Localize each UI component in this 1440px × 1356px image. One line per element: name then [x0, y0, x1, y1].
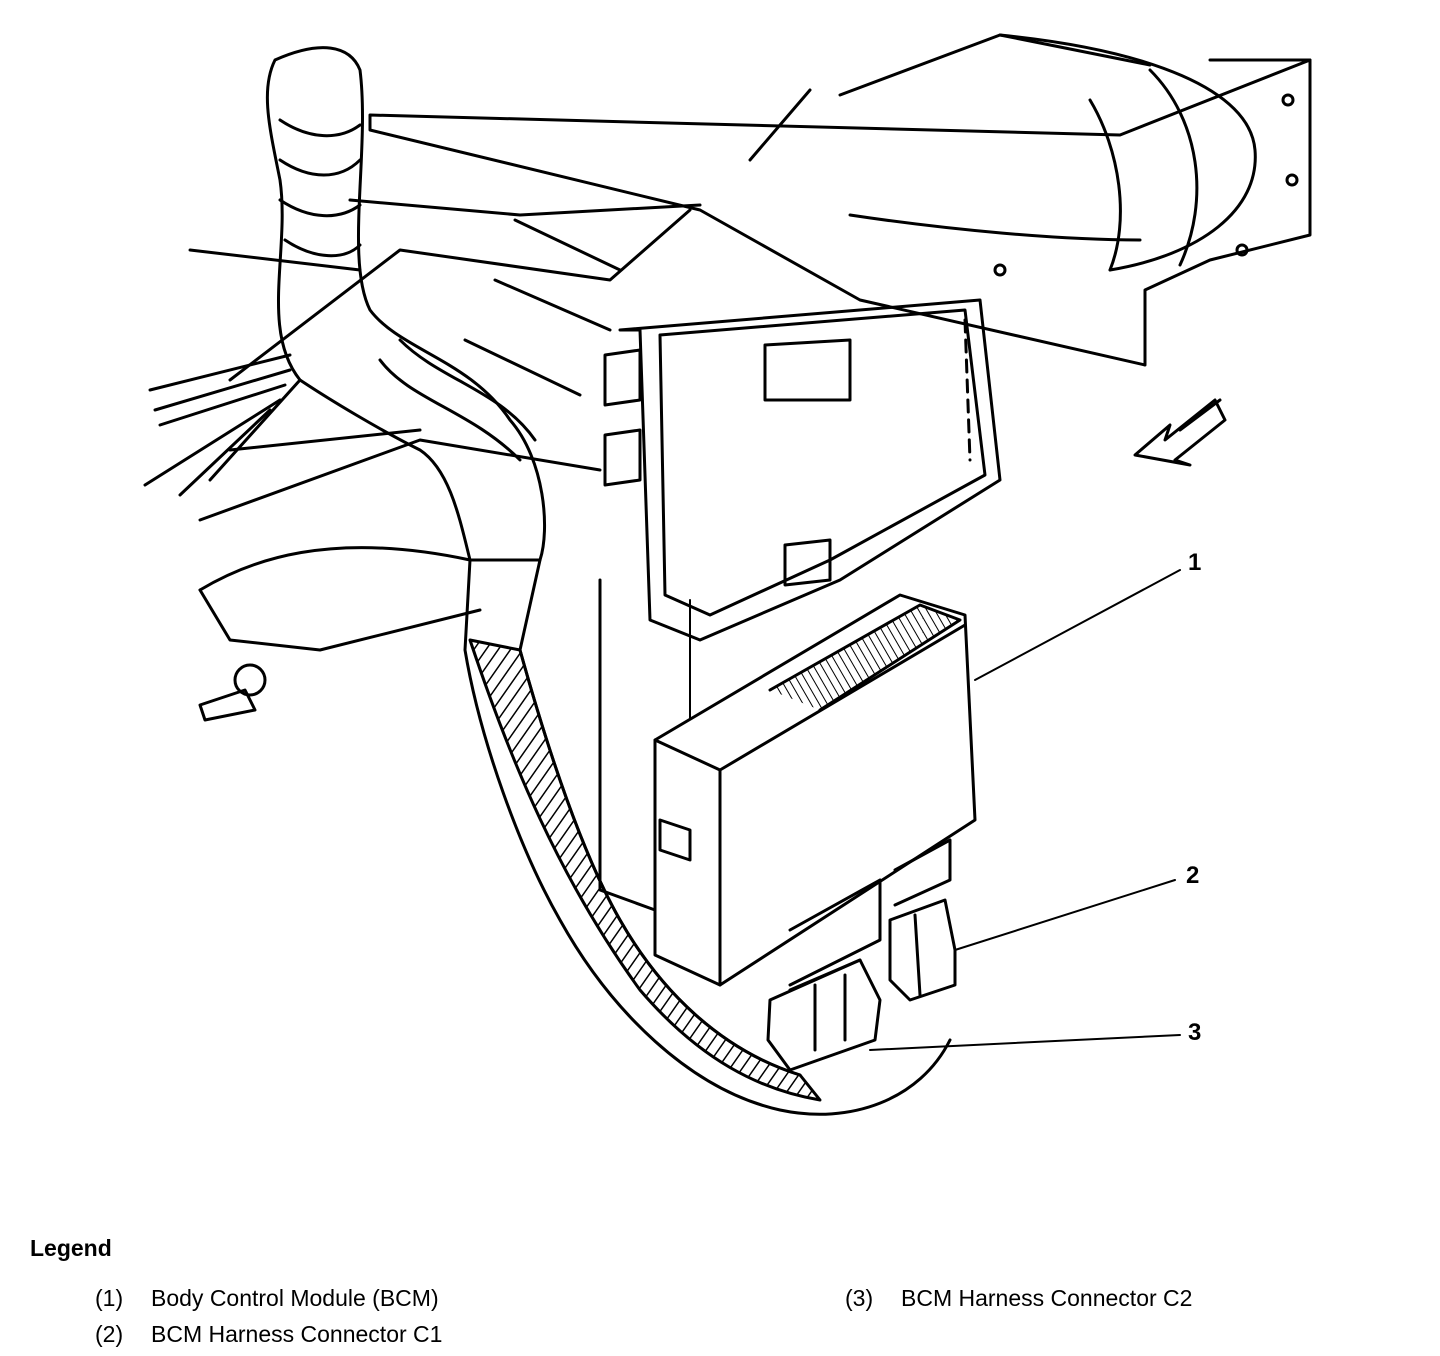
instrument-panel-brace — [188, 198, 702, 722]
legend-item-3: (3) BCM Harness Connector C2 — [845, 1285, 1192, 1312]
bcm-harness-connector-c1 — [888, 898, 957, 1002]
leader-line-1 — [974, 569, 1181, 681]
callout-2: 2 — [1186, 862, 1199, 889]
legend-item-label: BCM Harness Connector C1 — [151, 1321, 443, 1347]
bcm-harness-connector-c2 — [766, 958, 882, 1072]
legend-item-number: (2) — [95, 1321, 124, 1347]
legend-item-2: (2) BCM Harness Connector C1 — [95, 1321, 442, 1348]
wiring-harness-conduit — [143, 46, 952, 1116]
leader-line-2 — [954, 879, 1176, 951]
direction-arrow-icon — [1133, 398, 1227, 467]
legend-title: Legend — [30, 1235, 112, 1261]
legend-item-1: (1) Body Control Module (BCM) — [95, 1285, 439, 1312]
leader-line-3 — [869, 1034, 1181, 1051]
bcm-mounting-bracket — [598, 298, 1002, 912]
legend: Legend (1) Body Control Module (BCM) (2) B… — [0, 1215, 1440, 1356]
legend-item-label: BCM Harness Connector C2 — [901, 1285, 1193, 1311]
legend-item-number: (3) — [845, 1285, 874, 1311]
callout-3: 3 — [1188, 1019, 1201, 1046]
legend-item-label: Body Control Module (BCM) — [151, 1285, 439, 1311]
hvac-duct-housing — [368, 33, 1312, 367]
bcm-location-illustration: 1 2 3 — [143, 33, 1312, 1116]
body-control-module — [653, 593, 977, 987]
legend-item-number: (1) — [95, 1285, 124, 1311]
callout-1: 1 — [1188, 549, 1201, 576]
